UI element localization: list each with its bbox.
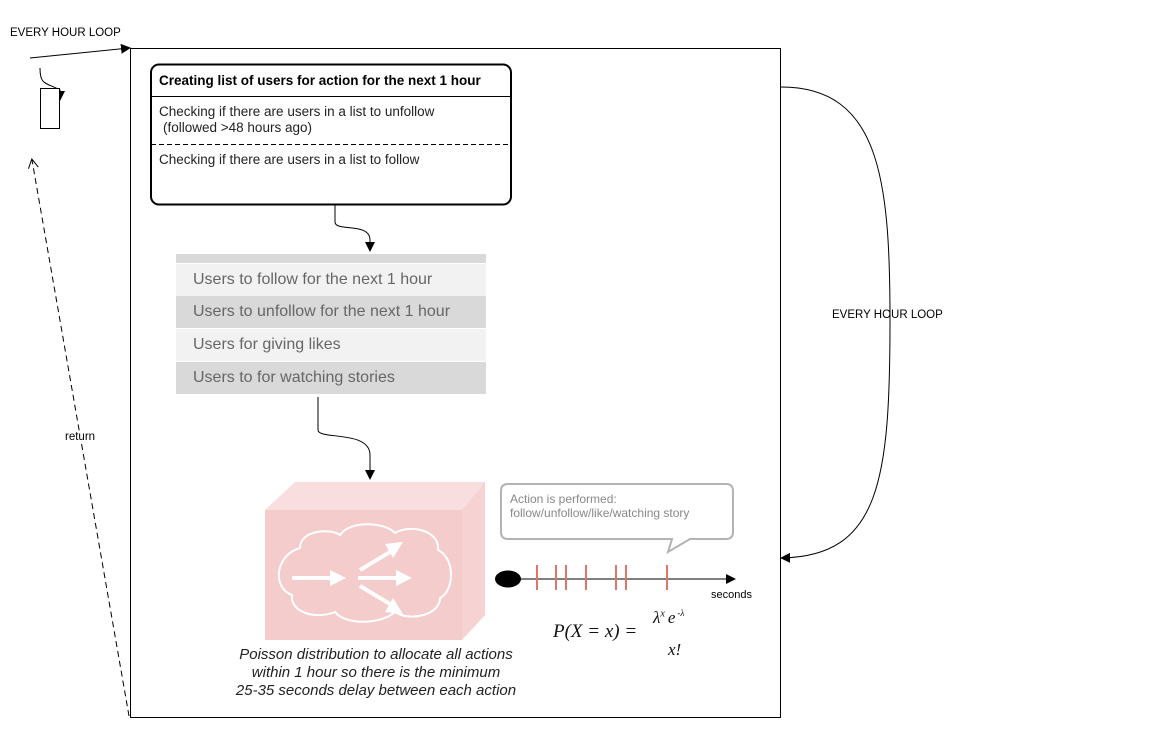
list-item-likes: Users for giving likes [176, 329, 486, 361]
caption-line-2: within 1 hour so there is the minimum [251, 664, 501, 681]
loop-entry-arrow [29, 43, 131, 59]
caption-line-3: 25-35 seconds delay between each action [235, 682, 517, 699]
formula-e-exponent: -λ [677, 608, 685, 619]
formula-e: e [667, 608, 676, 627]
card-title: Creating list of users for action for th… [159, 73, 481, 88]
formula-lhs: P(X = x) = [553, 621, 638, 642]
action-list-card [150, 63, 512, 206]
poisson-formula: P(X = x) = [553, 621, 637, 643]
return-label: return [65, 431, 96, 443]
poisson-caption: Poisson distribution to allocate all act… [210, 646, 542, 700]
list-header-bar [176, 254, 486, 263]
list-item-stories: Users to for watching stories [176, 362, 486, 394]
caption-line-1: Poisson distribution to allocate all act… [239, 646, 513, 663]
timeline-ticks [536, 565, 668, 590]
timeline-start-dot [495, 570, 521, 588]
callout-line-1: Action is performed: [510, 492, 617, 506]
callout-text: Action is performed: follow/unfollow/lik… [510, 492, 689, 520]
timeline-unit-label: seconds [711, 589, 752, 601]
formula-lambda: λ [653, 608, 661, 627]
right-loop-curve [780, 86, 891, 563]
list-item-follow: Users to follow for the next 1 hour [176, 264, 486, 296]
formula-denominator: x! [668, 640, 682, 659]
outer-loop-frame [130, 48, 781, 718]
callout-line-2: follow/unfollow/like/watching story [510, 506, 690, 520]
poisson-router-icon [265, 482, 485, 640]
action-callout-bubble [500, 483, 734, 555]
loop-start-box [40, 88, 60, 129]
list-to-router-arrow [317, 397, 375, 480]
card-unfollow-condition: (followed >48 hours ago) [163, 120, 312, 135]
card-to-list-arrow [334, 205, 375, 252]
right-loop-label: EVERY HOUR LOOP [832, 309, 943, 321]
card-unfollow-check: Checking if there are users in a list to… [159, 104, 435, 119]
top-loop-label: EVERY HOUR LOOP [10, 27, 121, 39]
card-follow-check: Checking if there are users in a list to… [159, 152, 420, 167]
formula-lambda-exponent: x [660, 608, 665, 620]
list-item-unfollow: Users to unfollow for the next 1 hour [176, 296, 486, 328]
